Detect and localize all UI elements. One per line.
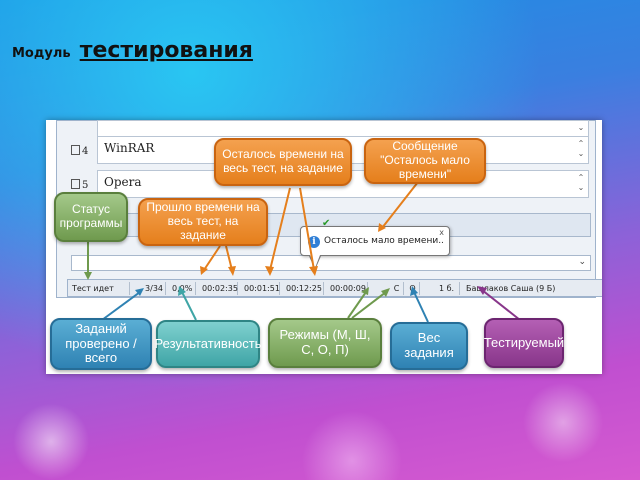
callout-status: Статус программы xyxy=(54,192,128,242)
slide-title: Модуль тестирования xyxy=(12,38,253,63)
status-checked: 3/34 xyxy=(134,282,166,295)
callout-weight: Вес задания xyxy=(390,322,468,370)
scroll-down-icon[interactable]: ⌄ xyxy=(577,123,585,132)
status-bar: Тест идет 3/34 0,0% 00:02:35 00:01:51 00… xyxy=(67,279,602,297)
checkbox-icon[interactable] xyxy=(71,145,80,155)
close-icon[interactable]: x xyxy=(439,228,444,237)
slide-title-main: тестирования xyxy=(79,38,253,63)
callout-remaining: Осталось времени на весь тест, на задани… xyxy=(214,138,352,186)
status-user: Башлаков Саша (9 Б) xyxy=(466,284,556,293)
status-weight: 1 б. xyxy=(434,282,460,295)
answer-index: 5 xyxy=(71,179,88,191)
answer-label: Opera xyxy=(104,175,142,189)
status-mode-2: О xyxy=(406,282,420,295)
callout-result: Результативность xyxy=(155,320,261,368)
answer-label: WinRAR xyxy=(104,141,155,155)
chevron-down-icon[interactable]: ⌄ xyxy=(578,257,586,267)
check-mark-icon: ✔ xyxy=(322,218,331,229)
status-state: Тест идет xyxy=(70,282,130,295)
info-icon: i xyxy=(308,236,320,248)
answer-index: 4 xyxy=(71,145,88,157)
answer-dropdown[interactable]: ⌄ xyxy=(71,255,591,271)
callout-tasks: Заданий проверено / всего xyxy=(50,318,152,370)
status-time-total-left: 00:12:25 xyxy=(284,282,324,295)
callout-elapsed: Прошло времени на весь тест, на задание xyxy=(138,198,268,246)
slide-title-prefix: Модуль xyxy=(12,46,71,61)
callout-message: Сообщение "Осталось мало времени" xyxy=(364,138,486,184)
status-time-total-elapsed: 00:02:35 xyxy=(202,282,238,295)
callout-modes: Режимы (М, Ш, С, О, П) xyxy=(268,318,382,368)
tooltip-tail-fill xyxy=(310,255,320,268)
status-time-task-left: 00:00:09 xyxy=(328,282,368,295)
scroll-arrows-icon[interactable]: ⌃⌄ xyxy=(577,173,585,192)
status-spacer xyxy=(372,282,386,295)
status-time-task-elapsed: 00:01:51 xyxy=(244,282,280,295)
status-result: 0,0% xyxy=(170,282,196,295)
callout-tested: Тестируемый xyxy=(484,318,564,368)
scroll-arrows-icon[interactable]: ⌃⌄ xyxy=(577,139,585,158)
status-mode-1: С xyxy=(390,282,404,295)
screenshot-panel: ⌄ 4 WinRAR ⌃⌄ 5 Opera ⌃⌄ ✔ ⌄ Тест идет 3… xyxy=(46,120,602,374)
checkbox-icon[interactable] xyxy=(71,179,80,189)
low-time-tooltip: i Осталось мало времени.. x xyxy=(300,226,450,270)
tooltip-text: Осталось мало времени.. xyxy=(324,236,444,246)
